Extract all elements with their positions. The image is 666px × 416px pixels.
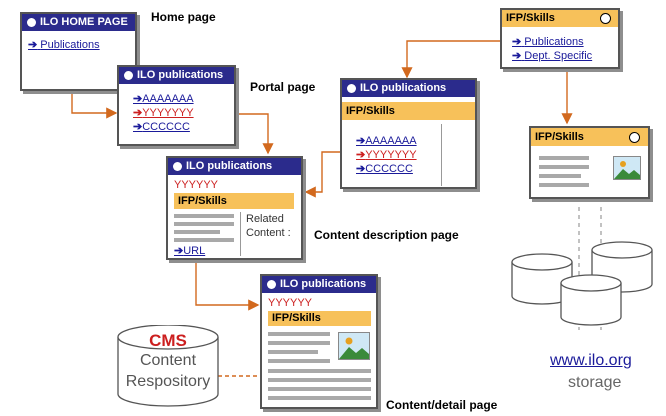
window-circle-icon <box>600 13 611 24</box>
content-desc-divider <box>240 212 241 256</box>
window-dot-icon <box>27 18 36 27</box>
arrow-right-icon: ➔ <box>28 39 38 51</box>
text-line <box>268 350 318 354</box>
database-icon <box>560 274 622 326</box>
ifp-top-window: IFP/Skills ➔ Publications ➔ Dept. Specif… <box>500 8 620 69</box>
arrow-right-icon: ➔ <box>356 163 366 175</box>
ifp-right-titlebar: IFP/Skills <box>531 128 648 146</box>
connector-portal-to-desc <box>235 113 274 155</box>
text-line <box>174 222 234 226</box>
text-line <box>539 174 581 178</box>
text-line <box>268 359 330 363</box>
cms-line2: Respository <box>125 373 211 390</box>
database-icon <box>511 253 573 305</box>
text-line <box>174 238 234 242</box>
detail-ifp-bar: IFP/Skills <box>268 311 371 326</box>
portal-mid-link-c[interactable]: ➔CCCCCC <box>356 162 413 175</box>
portal-link-c[interactable]: ➔CCCCCC <box>133 120 190 133</box>
ifp-link-dept-text: Dept. Specific <box>524 50 593 62</box>
portal-mid-divider <box>441 124 442 186</box>
portal-mid-link-a[interactable]: ➔AAAAAAA <box>356 134 417 147</box>
text-line <box>539 165 589 169</box>
portal-mid-titlebar: ILO publications <box>342 80 475 97</box>
home-page-label: Home page <box>151 10 216 24</box>
home-publications-link[interactable]: ➔ Publications <box>28 38 100 51</box>
arrow-right-icon: ➔ <box>133 93 143 105</box>
url-link-text: URL <box>183 245 206 257</box>
window-dot-icon <box>173 162 182 171</box>
home-title: ILO HOME PAGE <box>40 16 128 28</box>
ifp-publications-link[interactable]: ➔ Publications <box>512 35 584 48</box>
portal-page-window: ILO publications ➔AAAAAAA ➔YYYYYYY ➔CCCC… <box>117 65 236 146</box>
home-titlebar: ILO HOME PAGE <box>22 14 135 31</box>
portal-mid-ifp-bar: IFP/Skills <box>342 102 475 120</box>
portal-link-y-text: YYYYYYY <box>142 107 194 119</box>
text-line <box>174 214 234 218</box>
portal-link-a[interactable]: ➔AAAAAAA <box>133 92 194 105</box>
related-content-text: Related Content : <box>246 213 291 239</box>
arrow-right-icon: ➔ <box>356 149 366 161</box>
ifp-dept-link[interactable]: ➔ Dept. Specific <box>512 49 592 62</box>
text-line <box>268 341 330 345</box>
arrow-right-icon: ➔ <box>174 245 184 257</box>
home-link-text: Publications <box>40 39 100 51</box>
portal-link-y[interactable]: ➔YYYYYYY <box>133 106 194 119</box>
detail-titlebar: ILO publications <box>262 276 376 293</box>
content-desc-url-link[interactable]: ➔URL <box>174 244 205 257</box>
text-line <box>268 369 371 373</box>
detail-title: ILO publications <box>280 278 367 290</box>
text-line <box>268 332 330 336</box>
storage-link[interactable]: www.ilo.org <box>550 352 632 369</box>
connector-desc-to-detail <box>195 253 260 311</box>
portal-titlebar: ILO publications <box>119 67 234 84</box>
portal-mid-link-a-text: AAAAAAA <box>365 135 417 147</box>
arrow-right-icon: ➔ <box>512 50 522 62</box>
content-desc-red-text: YYYYYY <box>174 179 219 191</box>
portal-mid-link-y-text: YYYYYYY <box>365 149 417 161</box>
cms-title: CMS <box>149 331 187 350</box>
connector-ifp-to-portalmid <box>401 40 511 79</box>
content-desc-label: Content description page <box>314 228 459 242</box>
arrow-right-icon: ➔ <box>133 107 143 119</box>
detail-window: ILO publications YYYYYY IFP/Skills <box>260 274 378 409</box>
window-dot-icon <box>347 84 356 93</box>
portal-page-label: Portal page <box>250 80 316 94</box>
image-icon <box>613 156 641 180</box>
text-line <box>268 378 371 382</box>
detail-label: Content/detail page <box>386 398 498 412</box>
portal-mid-link-y[interactable]: ➔YYYYYYY <box>356 148 417 161</box>
content-desc-title: ILO publications <box>186 160 273 172</box>
content-desc-ifp-bar: IFP/Skills <box>174 193 294 209</box>
cms-cylinder <box>117 325 219 407</box>
portal-mid-title: ILO publications <box>360 82 447 94</box>
portal-mid-link-c-text: CCCCCC <box>365 163 413 175</box>
ifp-link-pub-text: Publications <box>524 36 584 48</box>
arrow-right-icon: ➔ <box>512 36 522 48</box>
portal-title: ILO publications <box>137 69 224 81</box>
storage-databases <box>511 241 653 326</box>
image-icon <box>338 332 370 360</box>
text-line <box>268 387 371 391</box>
arrow-right-icon: ➔ <box>133 121 143 133</box>
arrow-right-icon: ➔ <box>356 135 366 147</box>
ifp-top-titlebar: IFP/Skills <box>502 10 618 27</box>
content-desc-window: ILO publications YYYYYY IFP/Skills Relat… <box>166 156 303 260</box>
cms-line1: Content <box>139 352 197 369</box>
text-line <box>174 230 220 234</box>
content-desc-titlebar: ILO publications <box>168 158 301 175</box>
detail-red-text: YYYYYY <box>268 297 313 309</box>
window-dot-icon <box>124 71 133 80</box>
text-line <box>268 396 371 400</box>
portal-link-c-text: CCCCCC <box>142 121 190 133</box>
storage-label: storage <box>568 374 622 391</box>
text-line <box>539 183 589 187</box>
home-page-window: ILO HOME PAGE ➔ Publications <box>20 12 137 91</box>
window-dot-icon <box>267 280 276 289</box>
window-circle-icon <box>629 132 640 143</box>
portal-mid-window: ILO publications IFP/Skills ➔AAAAAAA ➔YY… <box>340 78 477 189</box>
ifp-right-window: IFP/Skills <box>529 126 650 199</box>
text-line <box>539 156 589 160</box>
portal-link-a-text: AAAAAAA <box>142 93 194 105</box>
